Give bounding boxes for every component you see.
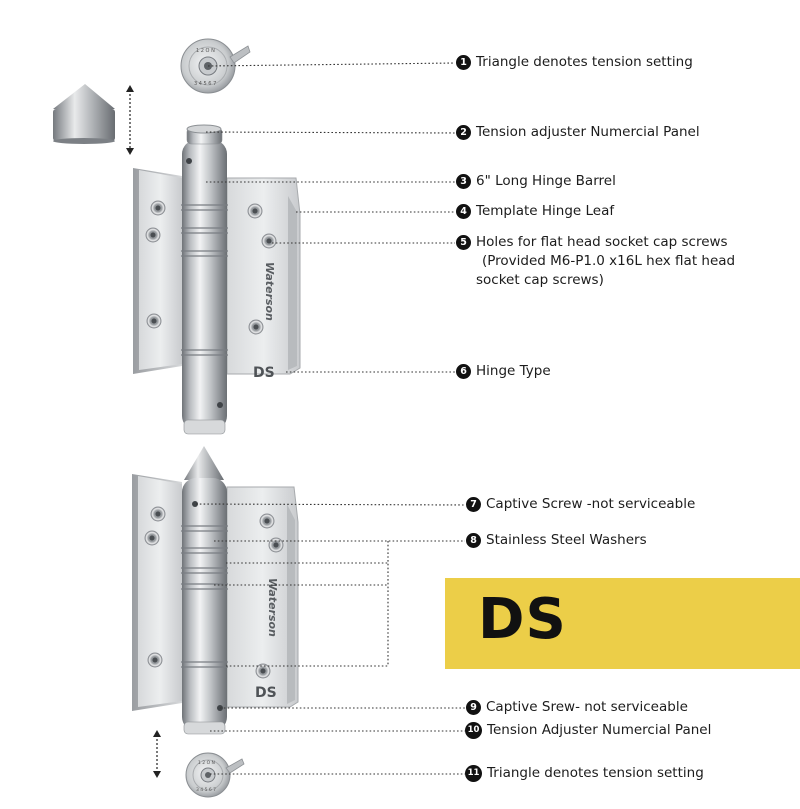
callout-text: Triangle denotes tension setting [476, 54, 693, 70]
hinge-type-mark-top: DS [253, 365, 275, 381]
double-arrow-icon [126, 85, 161, 778]
callout-8: 8 Stainless Steel Washers [466, 531, 647, 550]
callout-number: 3 [456, 174, 471, 189]
callout-text: Tension Adjuster Numercial Panel [487, 722, 712, 738]
top-hinge: Waterson DS [133, 124, 301, 435]
hinge-type-banner: DS [445, 578, 800, 669]
callout-number: 9 [466, 700, 481, 715]
callout-text: Triangle denotes tension setting [487, 765, 704, 781]
callout-number: 7 [466, 497, 481, 512]
callout-number: 8 [466, 533, 481, 548]
callout-number: 5 [456, 235, 471, 250]
svg-text:3 4 5 6 7: 3 4 5 6 7 [196, 787, 216, 793]
callout-1: 1 Triangle denotes tension setting [456, 53, 693, 72]
callout-text: Hinge Type [476, 363, 551, 379]
callout-number: 11 [465, 765, 482, 782]
callout-10: 10 Tension Adjuster Numercial Panel [465, 721, 711, 740]
leader-lines [195, 62, 466, 775]
callout-line: Holes for flat head socket cap screws [476, 234, 728, 250]
callout-number: 4 [456, 204, 471, 219]
cone-cap-icon [53, 84, 115, 144]
callout-number: 2 [456, 125, 471, 140]
callout-number: 6 [456, 364, 471, 379]
callout-6: 6 Hinge Type [456, 362, 551, 381]
hinge-brand-bottom: Waterson [266, 578, 279, 637]
hinge-type-banner-text: DS [478, 587, 567, 652]
callout-text: Stainless Steel Washers [486, 532, 647, 548]
callout-4: 4 Template Hinge Leaf [456, 202, 614, 221]
hinge-brand-top: Waterson [263, 262, 276, 321]
dial-icon: 1 2 O N 3 4 5 6 7 [185, 752, 245, 798]
svg-text:3 4 5 6 7: 3 4 5 6 7 [194, 81, 216, 87]
callout-text: Tension adjuster Numercial Panel [476, 124, 700, 140]
callout-text: Template Hinge Leaf [476, 203, 615, 219]
callout-text: Captive Screw -not serviceable [486, 496, 696, 512]
callout-3: 3 6" Long Hinge Barrel [456, 172, 616, 191]
svg-text:1 2 O N: 1 2 O N [198, 760, 215, 766]
callout-line: (Provided M6-P1.0 x16L hex flat head [482, 253, 736, 269]
callout-7: 7 Captive Screw -not serviceable [466, 495, 695, 514]
callout-5: 5 Holes for flat head socket cap screws … [456, 233, 735, 290]
callout-9: 9 Captive Srew- not serviceable [466, 698, 688, 717]
callout-number: 1 [456, 55, 471, 70]
callout-text: 6" Long Hinge Barrel [476, 173, 616, 189]
callout-number: 10 [465, 722, 482, 739]
callout-text-multiline: Holes for flat head socket cap screws (P… [476, 233, 735, 290]
callout-11: 11 Triangle denotes tension setting [465, 764, 704, 783]
callout-2: 2 Tension adjuster Numercial Panel [456, 123, 700, 142]
callout-line: socket cap screws) [476, 272, 604, 288]
svg-text:1 2 O N: 1 2 O N [196, 48, 215, 54]
callout-text: Captive Srew- not serviceable [486, 699, 688, 715]
hinge-type-mark-bottom: DS [255, 685, 277, 701]
bottom-hinge: Waterson DS [132, 446, 299, 735]
